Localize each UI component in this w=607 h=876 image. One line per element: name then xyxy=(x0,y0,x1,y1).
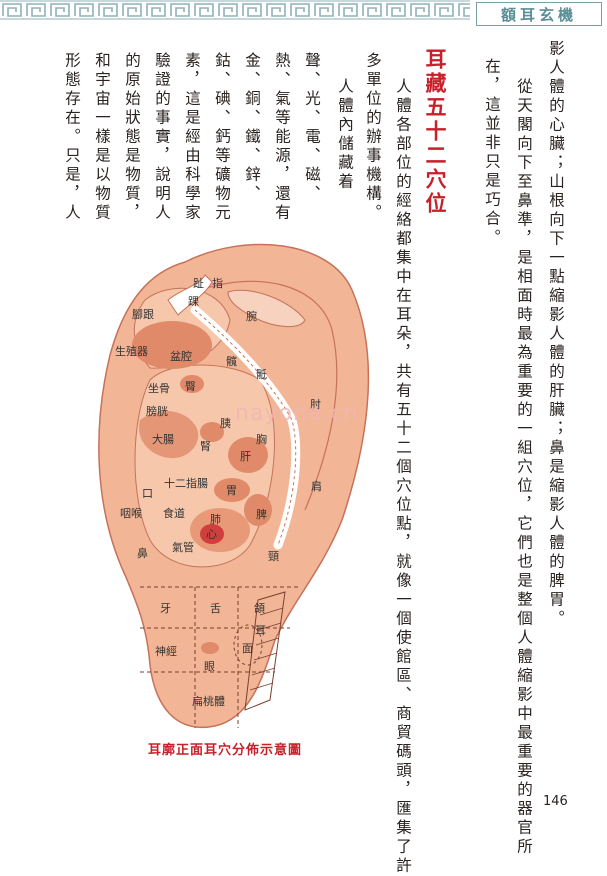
label-tonsil: 扁桃體 xyxy=(192,694,225,708)
intestine-organ xyxy=(139,410,199,459)
label-stomach: 胃 xyxy=(226,484,237,497)
diagram-caption: 耳廓正面耳穴分佈示意圖 xyxy=(147,743,302,758)
label-chest: 胸 xyxy=(256,432,267,446)
label-buttock: 臀 xyxy=(185,380,196,393)
text-column-2: 從天閣向下至鼻準，是相面時最為重要的一組穴位，它們也是整個人體縮影中最重要的器官… xyxy=(515,78,533,857)
text-column-11: 素，這是經由科學家 xyxy=(183,52,201,223)
label-ear: 耳 xyxy=(255,624,266,637)
label-throat: 咽喉 xyxy=(120,507,142,520)
stomach-organ xyxy=(214,478,250,502)
buttock-organ xyxy=(180,375,204,393)
label-nose: 鼻 xyxy=(137,546,148,560)
label-tongue: 舌 xyxy=(210,602,221,615)
text-column-10: 鈷、碘、鈣等礦物元 xyxy=(213,52,231,223)
label-genitals: 生殖器 xyxy=(115,344,148,358)
heart-organ xyxy=(200,524,224,544)
text-column-7: 聲、光、電、磁、 xyxy=(303,52,321,204)
label-jaw: 頜 xyxy=(254,602,265,615)
label-duodenum: 十二指腸 xyxy=(164,476,208,490)
label-esophagus: 食道 xyxy=(163,506,185,520)
label-bladder: 膀胱 xyxy=(146,404,168,418)
eye-zone xyxy=(201,642,219,654)
page-number: 146 xyxy=(543,794,568,809)
text-column-8: 熱、氣等能源，還有 xyxy=(273,52,291,223)
label-hip: 髖 xyxy=(226,354,237,368)
section-heading: 耳藏五十二穴位 xyxy=(423,48,448,216)
helix-fold xyxy=(199,280,338,511)
label-mouth: 口 xyxy=(142,487,153,500)
hand-shape xyxy=(227,289,306,327)
text-column-3: 在，這並非只是巧合。 xyxy=(483,58,501,248)
label-ankle: 踝 xyxy=(188,295,199,308)
liver-organ xyxy=(228,437,268,473)
top-border-ornament xyxy=(0,0,470,20)
text-column-9: 金、銅、鐵、鋅、 xyxy=(243,52,261,204)
text-column-5: 多單位的辦事機構。 xyxy=(364,52,382,223)
label-elbow: 肘 xyxy=(310,397,321,411)
spleen-organ xyxy=(244,494,272,526)
foot-shape xyxy=(167,274,213,316)
book-title-badge: 額耳玄機 xyxy=(476,2,602,26)
label-trachea: 氣管 xyxy=(172,540,194,554)
label-heart: 心 xyxy=(206,528,217,541)
text-column-1: 影人體的心臟；山根向下一點縮影人體的肝臟；鼻是縮影人體的脾胃。 xyxy=(547,40,565,629)
label-large-intestine: 大腸 xyxy=(152,432,174,446)
label-lung: 肺 xyxy=(210,513,221,526)
watermark: nayona.cn xyxy=(235,401,359,426)
label-wrist: 腕 xyxy=(246,309,257,323)
label-spleen: 脾 xyxy=(256,507,267,521)
label-sciatic: 坐骨 xyxy=(148,382,170,395)
label-toe: 趾 xyxy=(193,276,204,290)
label-kidney: 腎 xyxy=(200,440,211,453)
text-column-15: 形態存在。只是，人 xyxy=(63,52,81,223)
label-eye: 眼 xyxy=(204,660,215,673)
label-pancreas: 胰 xyxy=(220,416,231,430)
label-nerve: 神經 xyxy=(155,644,177,658)
text-column-13: 的原始狀態是物質， xyxy=(123,52,141,223)
text-column-12: 驗證的事實，說明人 xyxy=(153,52,171,223)
ear-lobe-grid xyxy=(140,586,300,728)
label-lumbar: 骶 xyxy=(256,368,267,381)
ear-acupoint-diagram: 趾 指 踝 腳跟 腕 生殖器 盆腔 髖 骶 坐骨 臀 肘 膀胱 胰 大腸 腎 胸… xyxy=(98,243,370,729)
label-neck: 頸 xyxy=(268,550,279,563)
helix-ladder xyxy=(244,591,286,711)
text-column-14: 和宇宙一樣是以物質 xyxy=(93,52,111,223)
label-shoulder: 肩 xyxy=(311,479,322,493)
label-heel: 腳跟 xyxy=(132,308,154,321)
kidney-organ xyxy=(200,422,224,442)
label-face: 面 xyxy=(242,642,253,655)
text-column-4: 人體各部位的經絡都集中在耳朵，共有五十二個穴位點，就像一個使館區、商貿碼頭，匯集… xyxy=(394,78,412,876)
label-liver: 肝 xyxy=(240,450,251,463)
face-zone xyxy=(233,624,263,666)
label-finger: 指 xyxy=(212,276,223,290)
pelvis-organ xyxy=(132,321,212,369)
label-pelvis: 盆腔 xyxy=(170,349,192,363)
label-tooth: 牙 xyxy=(160,602,171,615)
text-column-6: 人體內儲藏着 xyxy=(336,78,354,192)
